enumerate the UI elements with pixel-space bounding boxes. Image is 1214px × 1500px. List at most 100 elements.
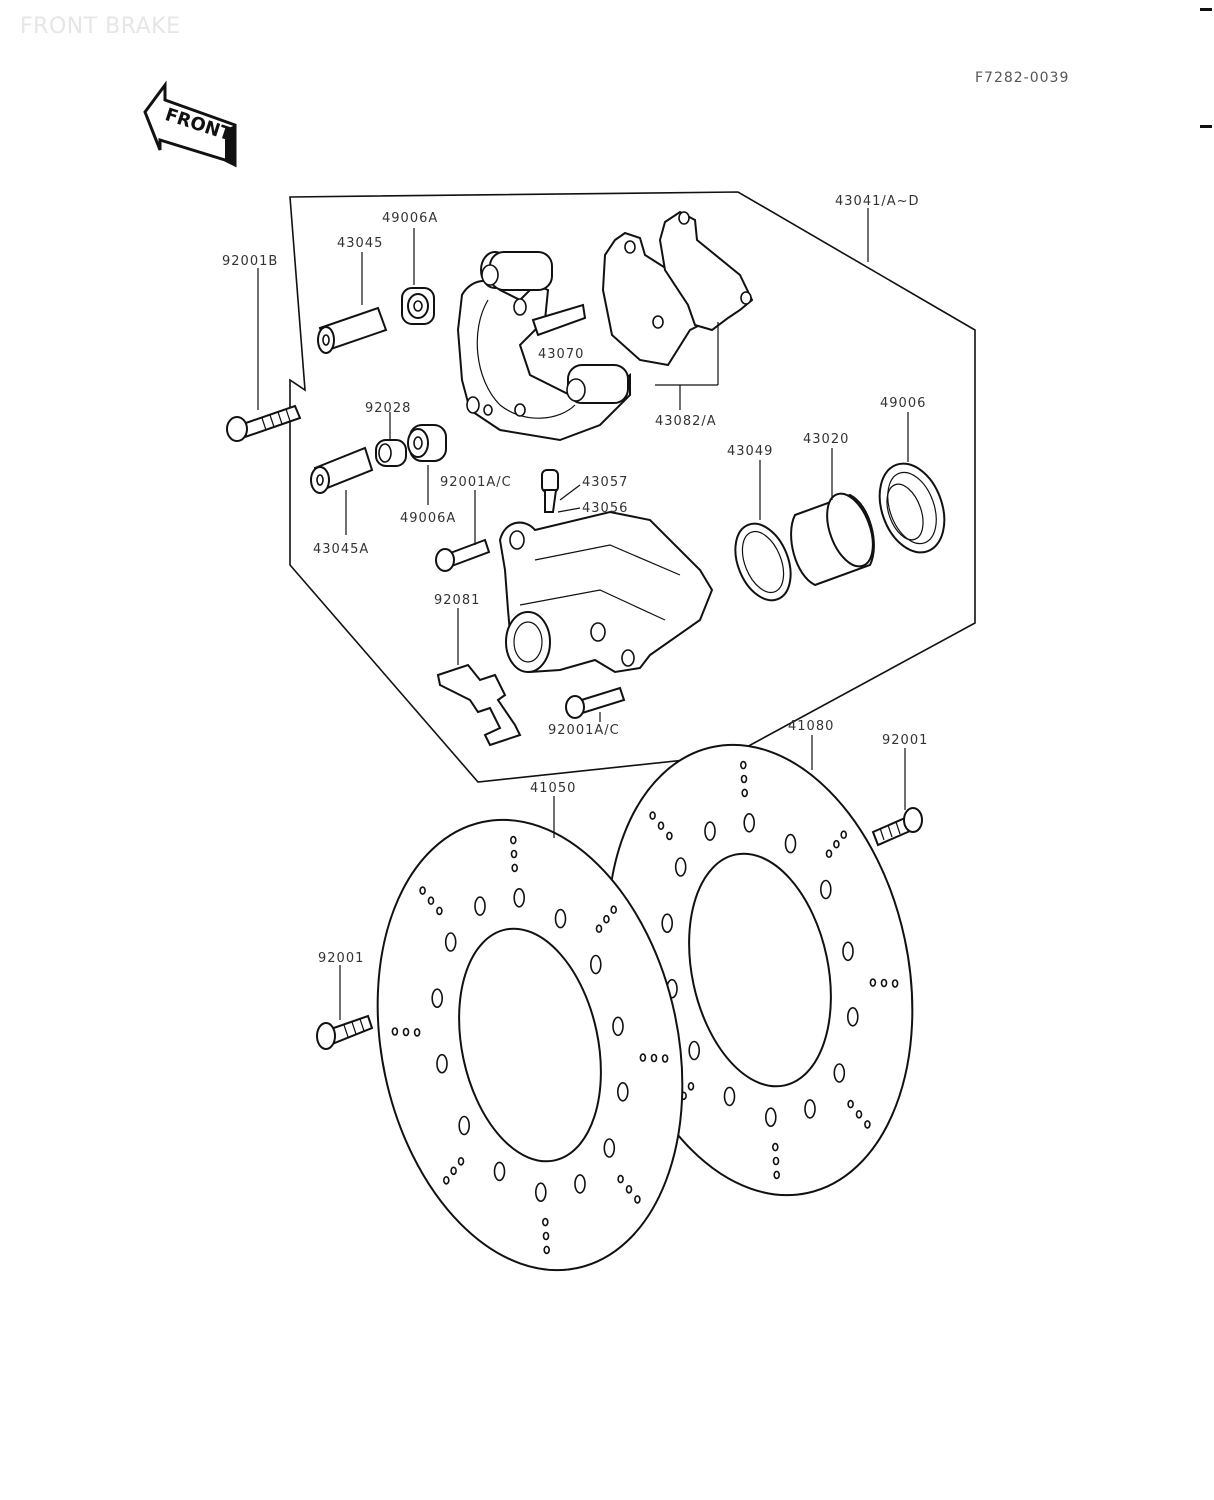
disc-small-hole [864, 1120, 871, 1129]
rubber-boot-49006A-top [401, 287, 435, 325]
label-49006: 49006 [880, 396, 926, 411]
margin-mark-bottom [1200, 125, 1212, 128]
caliper-body [498, 510, 714, 674]
disc-ventilation-hole [688, 1040, 701, 1061]
disc-small-hole [543, 1245, 551, 1255]
disc-ventilation-hole [554, 908, 567, 929]
label-92028: 92028 [365, 401, 411, 416]
disc-small-hole [436, 906, 443, 916]
disc-ventilation-hole [603, 1138, 616, 1158]
disc-ventilation-hole [833, 1063, 846, 1083]
disc-ventilation-hole [743, 812, 756, 833]
disc-ventilation-hole [574, 1174, 586, 1194]
rubber-boot-49006A-bottom [407, 424, 447, 462]
piston-seal-43049 [734, 522, 792, 602]
disc-small-hole [880, 978, 888, 988]
bolt-92001AC-lower [565, 686, 626, 719]
slide-pin-43045 [317, 306, 388, 354]
label-43020: 43020 [803, 432, 849, 447]
disc-small-hole [510, 849, 518, 859]
disc-ventilation-hole [589, 954, 602, 975]
disc-small-hole [825, 849, 833, 859]
disc-small-hole [869, 978, 877, 987]
disc-small-hole [610, 905, 618, 915]
bolt-92001AC-upper [435, 538, 491, 572]
label-43049: 43049 [727, 444, 773, 459]
brake-disc-41050 [376, 818, 684, 1272]
anti-rattle-spring-43070 [531, 303, 587, 337]
disc-small-hole [847, 1099, 854, 1109]
disc-small-hole [509, 835, 517, 845]
disc-ventilation-hole [804, 1099, 816, 1119]
disc-ventilation-hole [764, 1107, 777, 1127]
diagram-reference-code: F7282-0039 [975, 70, 1070, 86]
disc-ventilation-hole [704, 821, 716, 841]
slide-pin-43045A [310, 446, 374, 494]
disc-small-hole [855, 1110, 863, 1119]
disc-small-hole [833, 839, 840, 849]
label-92001AC-upper: 92001A/C [440, 475, 512, 490]
disc-ventilation-hole [846, 1006, 859, 1027]
disc-small-hole [419, 886, 426, 895]
pad-spring-92081 [436, 663, 522, 747]
disc-small-hole [740, 774, 748, 784]
disc-ventilation-hole [458, 1115, 471, 1136]
disc-small-hole [595, 924, 603, 934]
disc-small-hole [650, 1053, 658, 1063]
disc-small-hole [771, 1142, 779, 1152]
disc-small-hole [457, 1157, 465, 1166]
disc-ventilation-hole [842, 941, 854, 962]
piston-43020 [790, 492, 875, 587]
disc-small-hole [402, 1027, 410, 1037]
disc-ventilation-hole [534, 1182, 547, 1202]
disc-ventilation-hole [444, 932, 457, 952]
caliper-bracket [456, 251, 631, 442]
rubber-boot-92028 [375, 439, 407, 467]
disc-small-hole [625, 1185, 633, 1194]
disc-ventilation-hole [474, 896, 486, 916]
dust-seal-49006 [878, 462, 946, 554]
disc-bolt-92001-left [316, 1014, 374, 1050]
label-41050: 41050 [530, 781, 576, 796]
disc-small-hole [450, 1166, 457, 1176]
disc-small-hole [739, 760, 747, 770]
disc-small-hole [639, 1053, 647, 1062]
disc-ventilation-hole [431, 988, 444, 1009]
page-title: FRONT BRAKE [20, 14, 181, 39]
label-49006A-top: 49006A [382, 211, 438, 226]
front-direction-arrow: FRONT [143, 80, 237, 168]
disc-ventilation-hole [493, 1161, 506, 1182]
label-43045: 43045 [337, 236, 383, 251]
disc-small-hole [413, 1028, 421, 1037]
bolt-92001B [226, 404, 302, 442]
disc-small-hole [840, 830, 848, 840]
disc-small-hole [427, 896, 435, 906]
disc-ventilation-hole [612, 1016, 624, 1037]
label-92001AC-lower: 92001A/C [548, 723, 620, 738]
disc-small-hole [391, 1027, 399, 1036]
label-41080: 41080 [788, 719, 834, 734]
label-43056: 43056 [582, 501, 628, 516]
disc-ventilation-hole [819, 879, 832, 900]
disc-small-hole [603, 914, 610, 924]
label-43082A: 43082/A [655, 414, 717, 429]
disc-small-hole [542, 1231, 550, 1241]
disc-small-hole [891, 979, 899, 988]
disc-ventilation-hole [784, 833, 797, 854]
disc-ventilation-hole [723, 1086, 736, 1107]
disc-ventilation-hole [674, 857, 687, 877]
disc-small-hole [666, 831, 673, 841]
label-43070: 43070 [538, 347, 584, 362]
disc-small-hole [687, 1082, 695, 1091]
disc-bolt-92001-right [871, 807, 923, 847]
disc-ventilation-hole [513, 887, 526, 908]
disc-small-hole [617, 1174, 624, 1184]
label-43045A: 43045A [313, 542, 369, 557]
label-92001B: 92001B [222, 254, 278, 269]
disc-ventilation-hole [436, 1053, 448, 1074]
label-92001-right: 92001 [882, 733, 928, 748]
caliper-assembly-boundary [289, 191, 976, 783]
disc-small-hole [634, 1195, 641, 1204]
label-43041: 43041/A~D [835, 194, 920, 209]
